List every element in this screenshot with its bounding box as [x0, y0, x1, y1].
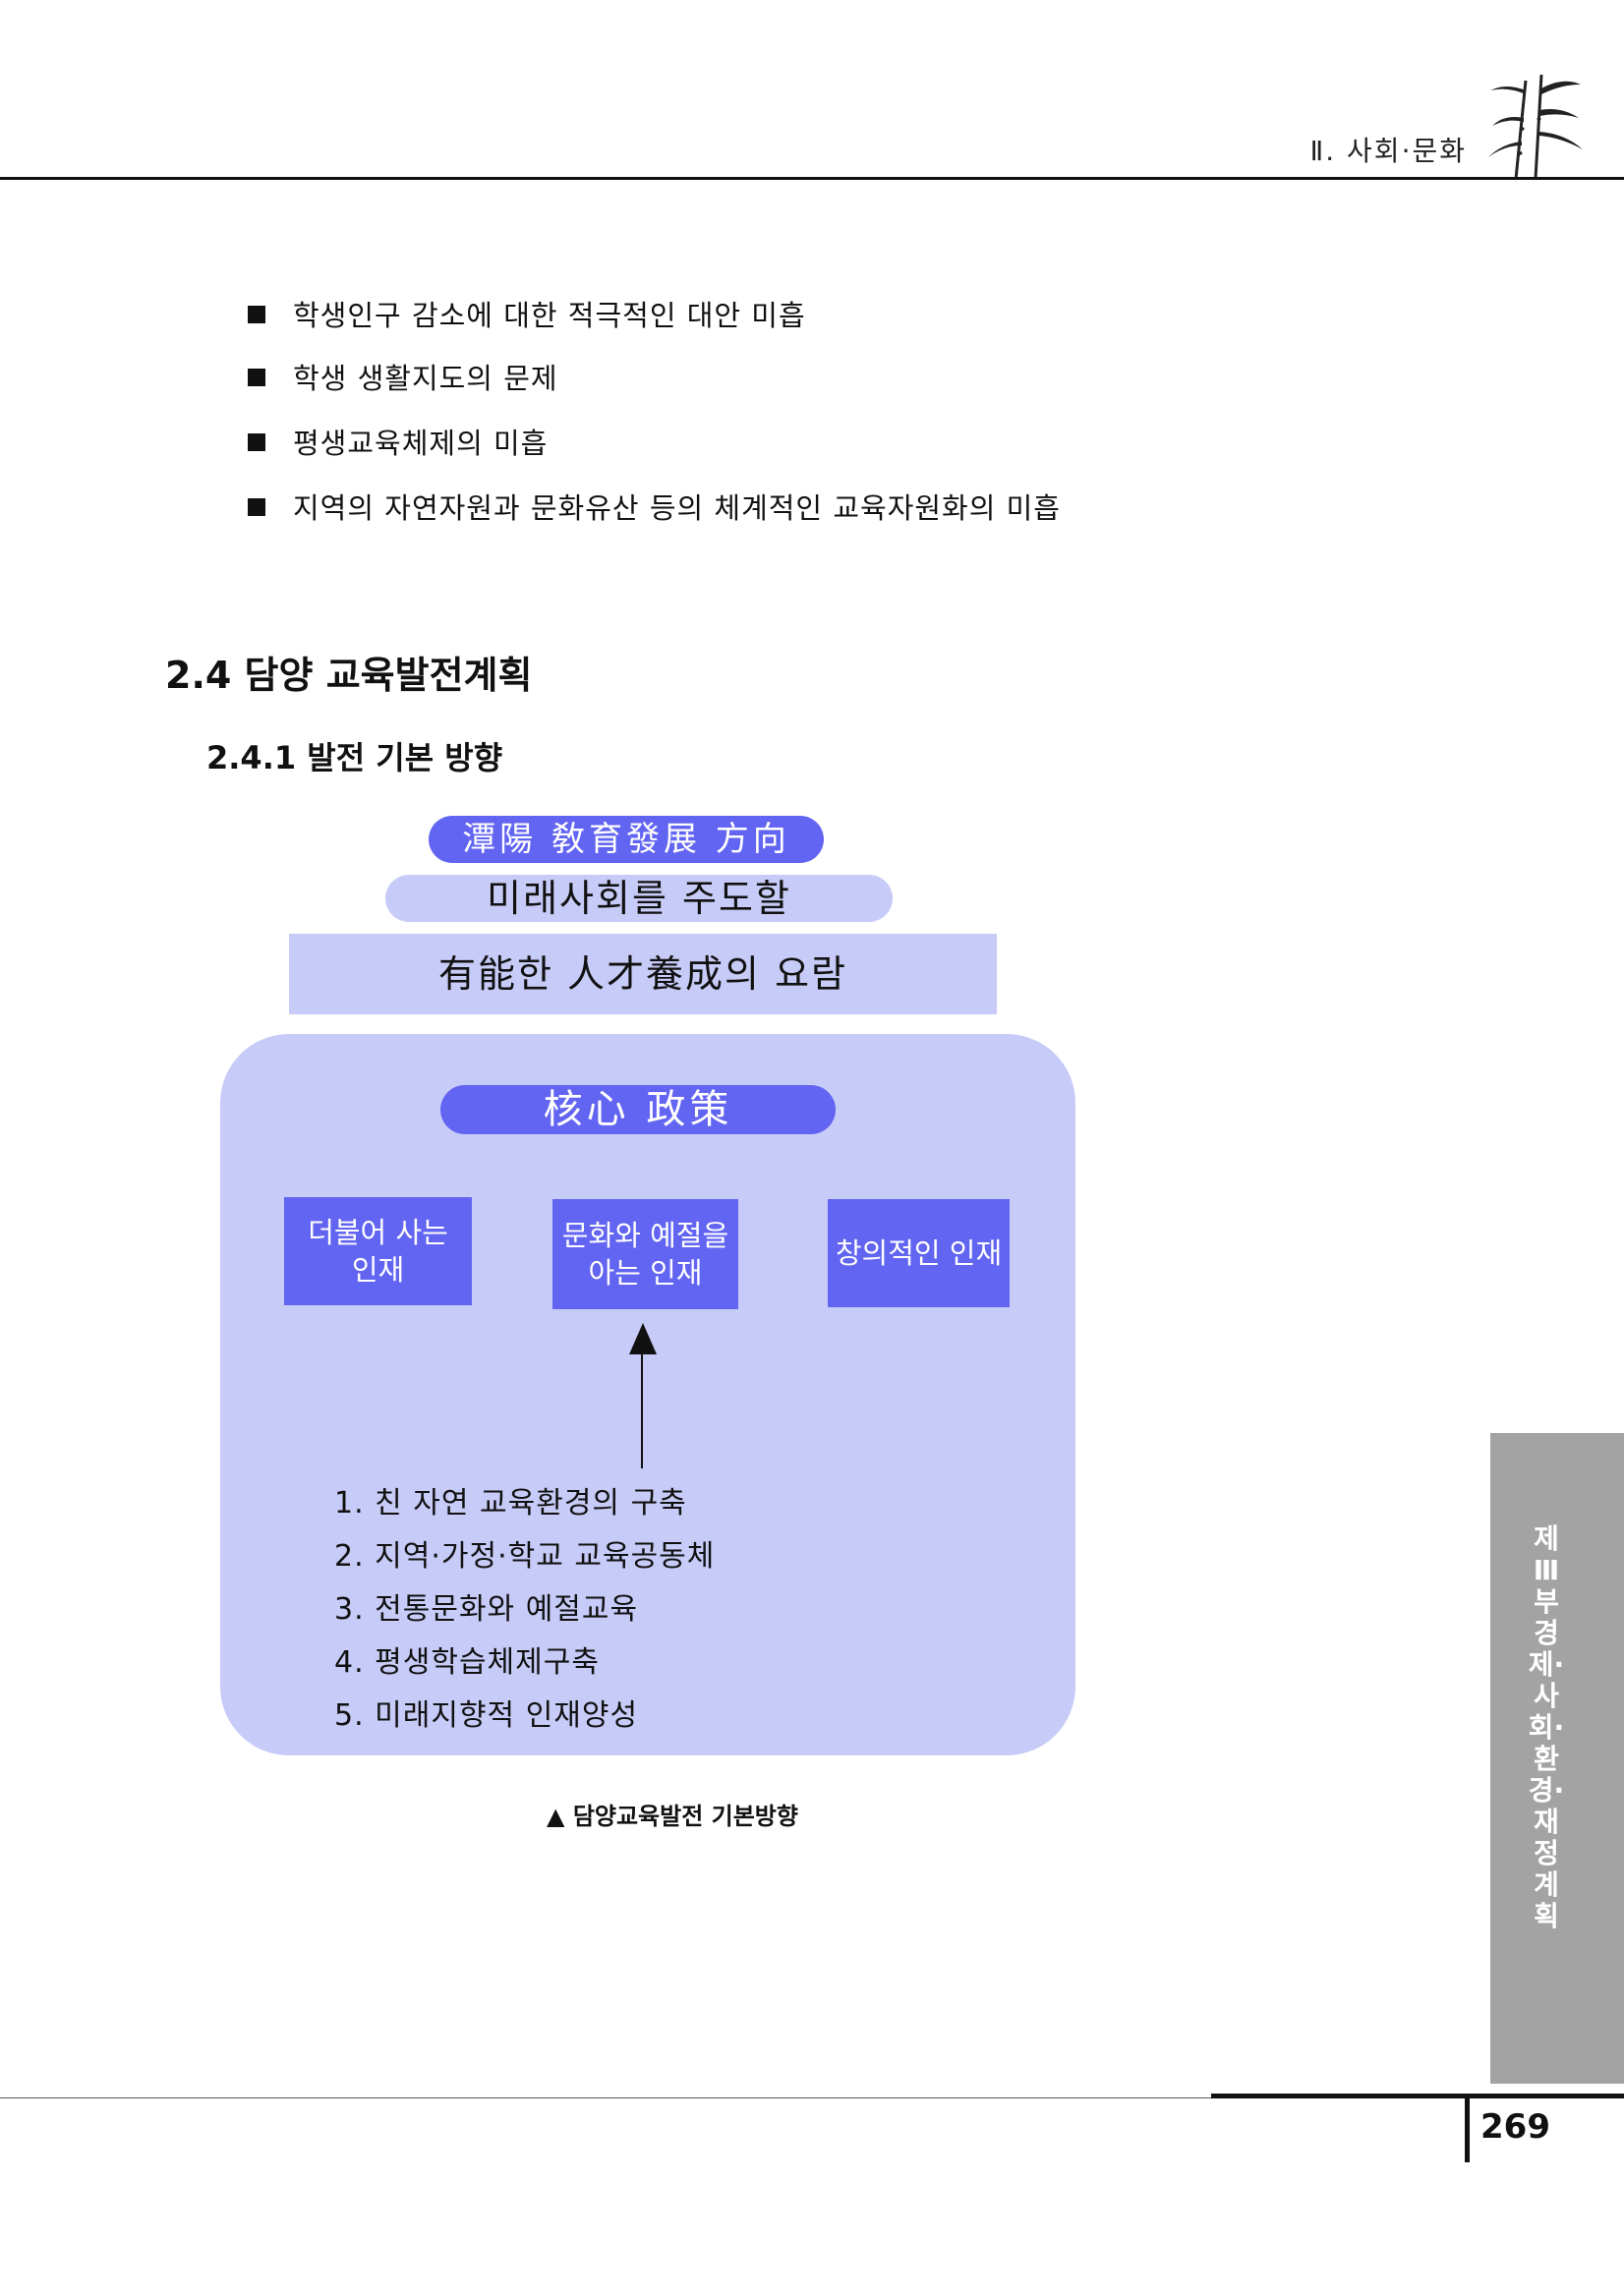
- section-title: 2.4 담양 교육발전계획: [165, 654, 533, 697]
- diagram-goal: 有能한 人才養成의 요람: [289, 934, 997, 1014]
- square-bullet-icon: [248, 369, 265, 386]
- chapter-side-tab: [1490, 1433, 1624, 2084]
- subsection-title: 2.4.1 발전 기본 방향: [206, 739, 503, 776]
- bamboo-logo-icon: [1488, 74, 1583, 180]
- bullet-item: 학생 생활지도의 문제: [248, 356, 558, 397]
- policy-item: 5. 미래지향적 인재양성: [334, 1698, 639, 1733]
- bullet-item: 학생인구 감소에 대한 적극적인 대안 미흡: [248, 293, 806, 334]
- policy-item: 2. 지역·가정·학교 교육공동체: [334, 1539, 716, 1574]
- policy-item: 4. 평생학습체제구축: [334, 1645, 600, 1680]
- square-bullet-icon: [248, 433, 265, 451]
- diagram-subtitle: 미래사회를 주도할: [385, 875, 893, 922]
- running-header: Ⅱ. 사회·문화: [1309, 135, 1467, 167]
- header-rule: [0, 177, 1624, 180]
- policy-item: 3. 전통문화와 예절교육: [334, 1592, 639, 1627]
- arrow-up-icon: [629, 1323, 657, 1354]
- figure-caption: ▲ 담양교육발전 기본방향: [547, 1803, 798, 1830]
- square-bullet-icon: [248, 498, 265, 516]
- bullet-item: 평생교육체제의 미흡: [248, 421, 548, 462]
- bullet-item: 지역의 자연자원과 문화유산 등의 체계적인 교육자원화의 미흡: [248, 486, 1061, 527]
- footer-rule-bold: [1211, 2094, 1624, 2098]
- footer-divider: [1465, 2095, 1470, 2162]
- policy-item: 1. 친 자연 교육환경의 구축: [334, 1486, 687, 1521]
- talent-box-creative: 창의적인 인재: [828, 1199, 1010, 1307]
- core-policy-pill: 核心 政策: [440, 1085, 836, 1134]
- chapter-side-label: 제Ⅲ부 경제·사회·환경·재정계획: [1528, 1522, 1565, 1932]
- page-number: 269: [1480, 2107, 1550, 2147]
- square-bullet-icon: [248, 306, 265, 323]
- diagram-title: 潭陽 敎育發展 方向: [429, 816, 824, 863]
- footer-rule: [0, 2097, 1211, 2098]
- arrow-shaft: [641, 1352, 643, 1468]
- policy-panel: [220, 1034, 1075, 1755]
